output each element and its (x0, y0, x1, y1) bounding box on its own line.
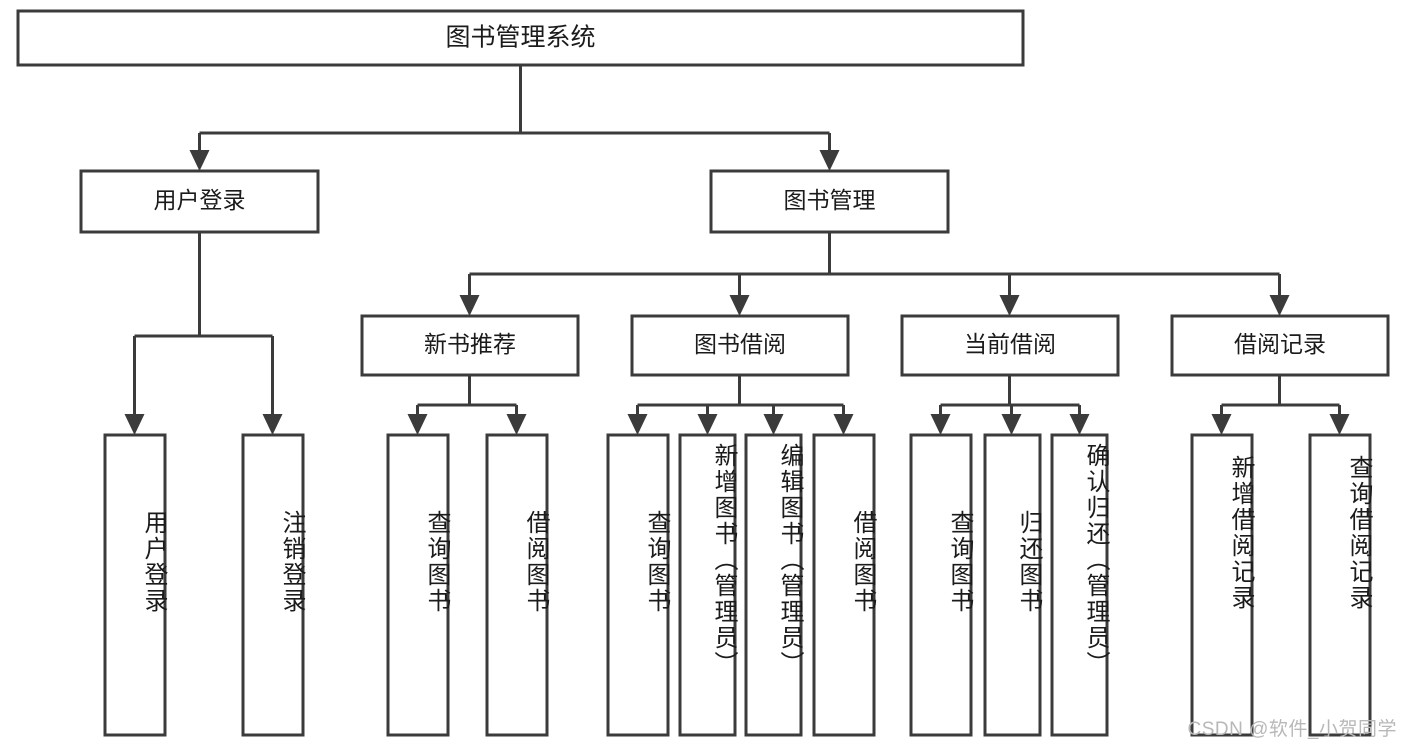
connector-group-root (198, 65, 831, 150)
arrow-root-to-book-manage (819, 150, 840, 171)
node-box-leaf-borrow-book-rec[interactable] (485, 433, 549, 737)
connector-group-book-manage (459, 232, 1290, 316)
node-box-book-borrow[interactable] (630, 314, 850, 377)
connector-group-new-book-rec (407, 375, 527, 435)
node-label-current-borrow: 当前借阅 (964, 331, 1056, 357)
connector-group-user-login (124, 232, 283, 435)
node-label-book-manage: 图书管理 (784, 187, 876, 213)
node-label-user-login: 用户登录 (154, 187, 246, 213)
node-box-leaf-query-book-rec[interactable] (386, 433, 450, 737)
node-box-leaf-user-logout[interactable] (241, 433, 305, 737)
node-label-new-book-rec: 新书推荐 (424, 331, 516, 357)
node-box-current-borrow[interactable] (900, 314, 1120, 377)
node-box-leaf-query-record[interactable] (1308, 433, 1372, 737)
node-box-leaf-query-book-current[interactable] (909, 433, 973, 737)
node-box-leaf-user-login[interactable] (103, 433, 167, 737)
node-box-leaf-confirm-return[interactable] (1050, 433, 1109, 737)
node-box-leaf-return-book[interactable] (983, 433, 1042, 737)
connector-group-current-borrow (930, 375, 1090, 435)
node-box-book-manage[interactable] (709, 169, 950, 234)
arrow-root-to-user-login (189, 150, 210, 171)
node-label-book-borrow: 图书借阅 (694, 331, 786, 357)
node-label-root: 图书管理系统 (445, 24, 595, 52)
node-label-borrow-record: 借阅记录 (1234, 331, 1326, 357)
node-box-leaf-add-book[interactable] (678, 433, 737, 737)
csdn-watermark: CSDN @软件_小贺同学 (1187, 719, 1397, 740)
connector-group-borrow-record (1211, 375, 1350, 435)
connector-group-book-borrow (627, 375, 854, 435)
node-box-user-login[interactable] (79, 169, 320, 234)
node-box-leaf-edit-book[interactable] (744, 433, 803, 737)
node-box-leaf-borrow-book[interactable] (812, 433, 876, 737)
node-box-new-book-rec[interactable] (360, 314, 580, 377)
node-box-leaf-add-record[interactable] (1190, 433, 1254, 737)
node-box-leaf-query-book-borrow[interactable] (606, 433, 670, 737)
node-box-root[interactable] (16, 9, 1025, 67)
node-box-borrow-record[interactable] (1170, 314, 1390, 377)
leaf-box-group (103, 433, 1372, 737)
